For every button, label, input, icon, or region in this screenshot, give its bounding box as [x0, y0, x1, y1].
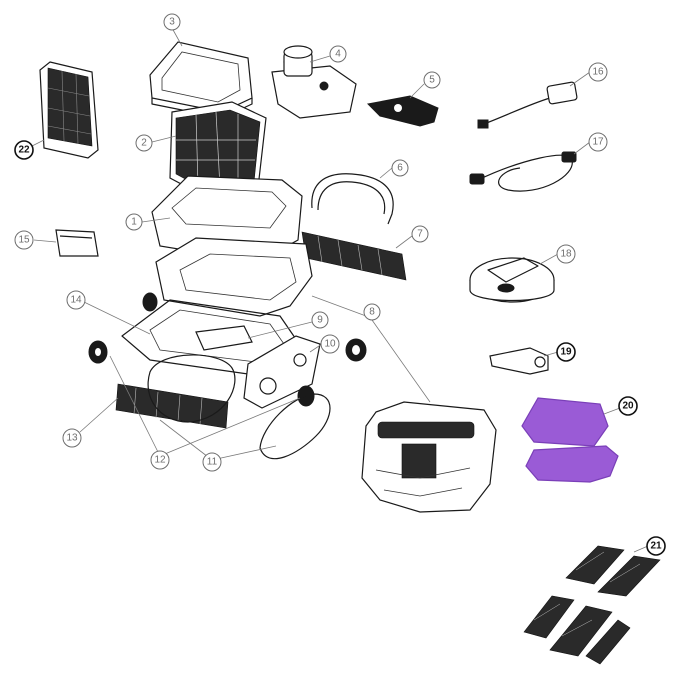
callout-20: 20 — [618, 396, 638, 416]
callout-9: 9 — [311, 311, 329, 329]
leader-lines — [31, 27, 649, 553]
callout-7: 7 — [411, 225, 429, 243]
part-13-brush-roller — [115, 383, 229, 429]
callout-6: 6 — [391, 159, 409, 177]
part-7-roller-brush — [301, 231, 407, 281]
callout-22: 22 — [14, 140, 34, 160]
callout-4: 4 — [329, 45, 347, 63]
callout-19-label: 19 — [560, 347, 572, 358]
part-22-side-filter — [39, 61, 99, 159]
callout-1: 1 — [125, 213, 143, 231]
callout-19: 19 — [556, 342, 576, 362]
part-19-connector — [489, 347, 549, 375]
callout-1-label: 1 — [131, 217, 137, 228]
part-20-highlighted-pads — [521, 397, 619, 483]
callout-17-label: 17 — [592, 137, 604, 148]
callout-18-label: 18 — [560, 249, 572, 260]
callout-21: 21 — [646, 536, 666, 556]
part-21-brush-strips — [523, 545, 661, 665]
callout-14-label: 14 — [70, 295, 82, 306]
part-16-power-adapter — [477, 81, 578, 129]
callout-6-label: 6 — [397, 163, 403, 174]
callout-17: 17 — [588, 132, 608, 152]
callout-10: 10 — [320, 334, 340, 354]
part-17-floating-cable — [469, 151, 577, 192]
callout-10-label: 10 — [324, 339, 336, 350]
callout-9-label: 9 — [317, 315, 323, 326]
callout-5: 5 — [423, 71, 441, 89]
part-6-handle — [311, 173, 394, 225]
callout-22-label: 22 — [18, 145, 30, 156]
callout-16-label: 16 — [592, 67, 604, 78]
part-15-filter-cartridge — [55, 229, 99, 257]
part-8-bottom-base — [361, 401, 497, 513]
part-4-motor-housing — [271, 45, 357, 119]
callout-11: 11 — [202, 452, 222, 472]
callout-21-label: 21 — [650, 541, 662, 552]
callout-4-label: 4 — [335, 49, 341, 60]
callout-15-label: 15 — [18, 235, 30, 246]
callout-8-label: 8 — [369, 307, 375, 318]
callout-2: 2 — [135, 134, 153, 152]
callout-13-label: 13 — [66, 433, 78, 444]
callout-11-label: 11 — [207, 457, 218, 468]
part-12-wheels — [88, 292, 315, 407]
callout-12: 12 — [150, 450, 170, 470]
part-1-top-shell — [151, 175, 303, 263]
callout-5-label: 5 — [429, 75, 435, 86]
part-2-filter-basket — [169, 101, 267, 195]
callout-18: 18 — [556, 244, 576, 264]
part-9-plate — [195, 325, 253, 351]
part-18-caddy-base — [469, 257, 555, 303]
callout-12-label: 12 — [154, 455, 166, 466]
callout-2-label: 2 — [141, 138, 147, 149]
callout-3-label: 3 — [169, 17, 175, 28]
part-10-side-drive — [243, 335, 367, 409]
callout-15: 15 — [14, 230, 34, 250]
callout-13: 13 — [62, 428, 82, 448]
callout-8: 8 — [363, 303, 381, 321]
callout-14: 14 — [66, 290, 86, 310]
part-5-bracket — [366, 95, 439, 127]
callout-16: 16 — [588, 62, 608, 82]
part-11-tracks — [147, 354, 331, 460]
callout-3: 3 — [163, 13, 181, 31]
callout-7-label: 7 — [417, 229, 423, 240]
callout-20-label: 20 — [622, 401, 634, 412]
